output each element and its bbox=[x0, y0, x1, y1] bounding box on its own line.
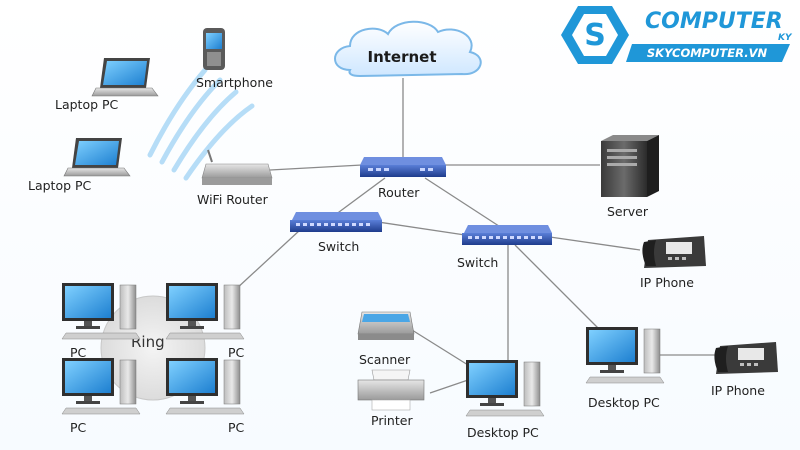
scanner-label: Scanner bbox=[359, 352, 411, 367]
printer-icon bbox=[357, 369, 425, 411]
laptop-icon bbox=[63, 138, 131, 177]
link-scanner-desktop bbox=[411, 329, 469, 366]
desktop-pc-icon bbox=[465, 360, 545, 417]
pc-4-label: PC bbox=[228, 420, 245, 435]
desktop-pc-icon bbox=[585, 327, 665, 384]
switch-left-icon bbox=[290, 212, 382, 232]
pc-icon bbox=[61, 283, 141, 340]
wifi-router-icon bbox=[201, 149, 273, 185]
server-icon bbox=[601, 135, 659, 197]
ip-phone-icon bbox=[714, 342, 778, 374]
server-label: Server bbox=[607, 204, 649, 219]
brand-website: SKYCOMPUTER.VN bbox=[647, 46, 768, 60]
link-printer-desktop bbox=[429, 379, 469, 394]
wifi-signal-arcs bbox=[147, 67, 255, 181]
laptop-1-label: Laptop PC bbox=[55, 97, 119, 112]
link-router-switch-left bbox=[334, 177, 386, 216]
desktop-pc-2-label: Desktop PC bbox=[588, 395, 660, 410]
printer-label: Printer bbox=[371, 413, 413, 428]
router-label: Router bbox=[378, 185, 420, 200]
smartphone-icon bbox=[203, 28, 225, 70]
brand-suffix: KY bbox=[778, 33, 793, 43]
ip-phone-icon bbox=[642, 236, 706, 268]
laptop-2-label: Laptop PC bbox=[28, 178, 92, 193]
switch-left-label: Switch bbox=[318, 239, 359, 254]
pc-icon bbox=[165, 283, 245, 340]
router-icon bbox=[360, 157, 446, 177]
ip-phone-2-label: IP Phone bbox=[711, 383, 765, 398]
link-switch-left-ring bbox=[234, 229, 301, 291]
desktop-pc-1-label: Desktop PC bbox=[467, 425, 539, 440]
laptop-icon bbox=[91, 58, 159, 97]
ring-label: Ring bbox=[131, 333, 165, 351]
internet-cloud: Internet bbox=[334, 20, 482, 78]
scanner-icon bbox=[357, 311, 415, 340]
link-wifi-router bbox=[269, 164, 363, 171]
link-switch-right-desktop2 bbox=[514, 244, 601, 331]
ip-phone-1-label: IP Phone bbox=[640, 275, 694, 290]
link-router-switch-right bbox=[424, 177, 506, 231]
pc-1-label: PC bbox=[70, 345, 87, 360]
pc-3-label: PC bbox=[70, 420, 87, 435]
connection-lines bbox=[234, 78, 720, 394]
pc-icon bbox=[61, 358, 141, 415]
switch-right-icon bbox=[462, 225, 552, 245]
link-switch-right-ipphone bbox=[549, 236, 641, 251]
link-switch-left-right bbox=[377, 221, 466, 236]
wifi-router-label: WiFi Router bbox=[197, 192, 269, 207]
internet-label: Internet bbox=[367, 48, 436, 66]
switch-right-label: Switch bbox=[457, 255, 498, 270]
website-banner bbox=[626, 44, 790, 62]
brand-name: COMPUTER bbox=[645, 9, 783, 34]
pc-icon bbox=[165, 358, 245, 415]
logo-letter: S bbox=[584, 18, 606, 53]
brand-logo: S COMPUTER KY SKYCOMPUTER.VN bbox=[561, 6, 793, 64]
smartphone-label: Smartphone bbox=[196, 75, 273, 90]
pc-2-label: PC bbox=[228, 345, 245, 360]
